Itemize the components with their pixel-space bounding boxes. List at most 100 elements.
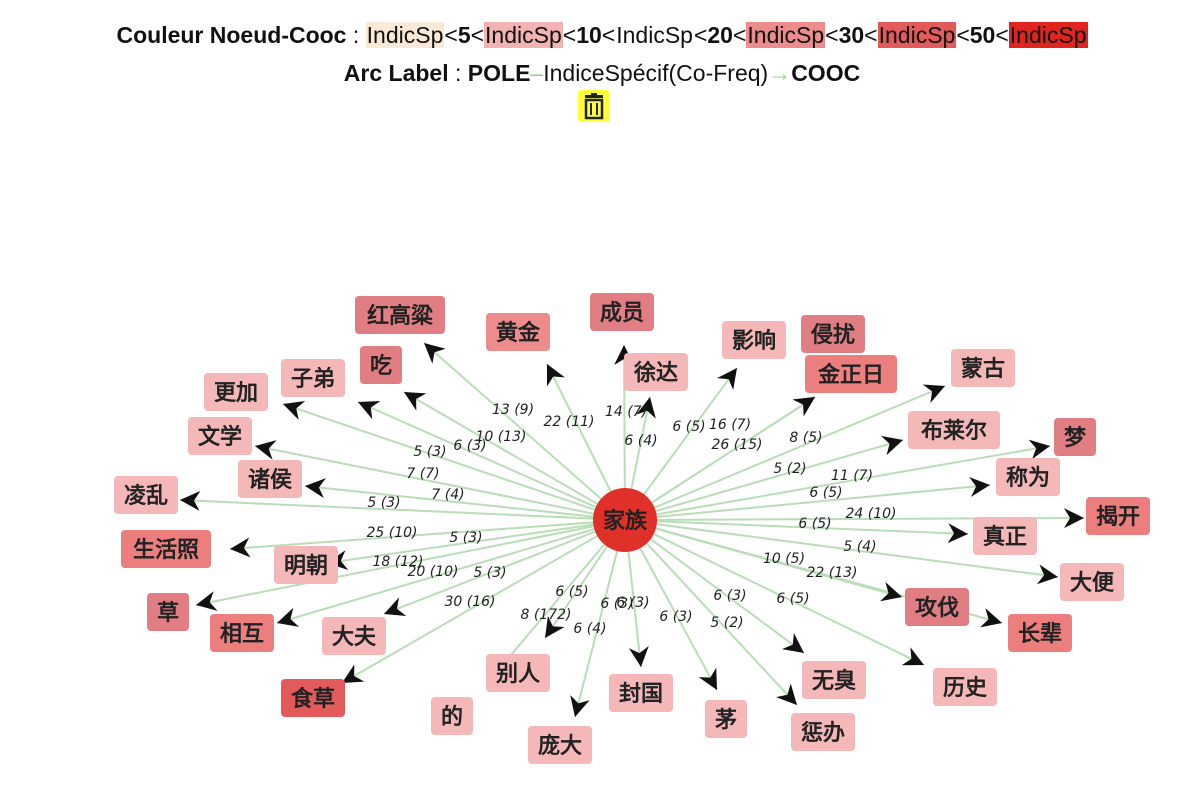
node-凌乱[interactable]: 凌乱 [114,476,178,514]
edge-line [357,401,626,521]
node-label: 真正 [983,524,1027,550]
node-黄金[interactable]: 黄金 [486,313,550,351]
node-诸侯[interactable]: 诸侯 [238,460,302,498]
node-成员[interactable]: 成员 [590,293,654,331]
node-label: 大夫 [332,625,377,650]
arrowhead [404,392,427,411]
node-label: 攻伐 [915,595,959,621]
legend-bin-1: IndicSp [484,22,563,48]
node-更加[interactable]: 更加 [204,373,268,411]
node-box [360,346,402,384]
node-大便[interactable]: 大便 [1060,563,1124,601]
legend-bin-2: IndicSp [615,22,694,48]
node-box [609,674,673,712]
node-box [147,593,189,631]
node-别人[interactable]: 别人 [486,654,550,692]
edge-line [624,484,991,521]
center-node-circle [593,488,657,552]
node-称为[interactable]: 称为 [996,458,1060,496]
node-子弟[interactable]: 子弟 [281,359,345,397]
node-文学[interactable]: 文学 [188,417,252,455]
legend-lt: < [956,22,970,48]
legend-title: Couleur Noeud-Cooc [116,22,347,48]
node-box [802,661,866,699]
node-box [1054,418,1096,456]
node-label: 更加 [214,381,258,406]
edge-label: 8 (172) [520,607,571,623]
edge-line [624,439,904,521]
node-茅[interactable]: 茅 [705,700,747,738]
edge-line [304,485,626,521]
edge-label: 6 (5) [672,419,705,435]
node-box [281,679,345,717]
node-揭开[interactable]: 揭开 [1086,497,1150,535]
edge-label: 7 (4) [431,487,464,503]
arc-legend-pole: POLE [467,60,531,86]
edge-label: 6 (5) [798,516,831,532]
node-box [281,359,345,397]
legend-threshold: 30 [838,22,865,48]
node-的[interactable]: 的 [431,697,473,735]
node-生活照[interactable]: 生活照 [121,530,211,568]
node-label: 子弟 [291,366,335,392]
node-box [188,417,252,455]
node-大夫[interactable]: 大夫 [322,617,386,655]
edge-label: 14 (7) [605,404,647,420]
node-label: 吃 [370,353,392,379]
edge-label: 6 (5) [776,591,809,607]
center-node[interactable]: 家族 [593,488,657,552]
edge-label: 6 (4) [573,621,606,637]
node-历史[interactable]: 历史 [933,668,997,706]
node-真正[interactable]: 真正 [973,517,1037,555]
node-徐达[interactable]: 徐达 [624,353,688,391]
node-封国[interactable]: 封国 [609,674,673,712]
edge-label: 6 (5) [809,485,842,501]
node-惩办[interactable]: 惩办 [791,713,855,751]
legend-sep: : [346,22,366,48]
arrowhead [1028,439,1050,460]
node-box [210,614,274,652]
node-金正日[interactable]: 金正日 [805,355,897,393]
edge-label: 26 (15) [711,437,762,453]
trash-icon[interactable] [578,90,610,122]
node-食草[interactable]: 食草 [281,679,345,717]
node-label: 历史 [943,676,988,701]
node-影响[interactable]: 影响 [722,321,786,359]
legend-bin-0: IndicSp [365,22,445,48]
node-label: 揭开 [1096,504,1140,530]
edge-line [624,385,946,521]
edge-label: 5 (4) [843,539,876,555]
node-布莱尔[interactable]: 布莱尔 [908,411,1000,449]
edge-label: 6 (4) [624,433,657,449]
arrowhead [1063,508,1084,529]
node-label: 无臭 [812,668,856,694]
arrowhead [792,397,815,417]
node-吃[interactable]: 吃 [360,346,402,384]
edge-label: 22 (11) [543,414,594,430]
node-长辈[interactable]: 长辈 [1008,614,1072,652]
node-红高粱[interactable]: 红高粱 [355,296,445,334]
node-box [905,588,969,626]
node-蒙古[interactable]: 蒙古 [951,349,1015,387]
legend-lt: < [601,22,616,48]
edge-label: 6 (3) [713,588,746,604]
node-无臭[interactable]: 无臭 [802,661,866,699]
node-梦[interactable]: 梦 [1054,418,1096,456]
node-box [801,315,865,353]
node-相互[interactable]: 相互 [210,614,274,652]
arrowhead [547,364,565,387]
node-庞大[interactable]: 庞大 [528,726,592,764]
arrowhead [781,633,804,653]
legend-threshold: 20 [707,22,733,48]
node-box [1086,497,1150,535]
edge-label: 30 (16) [444,594,495,610]
edge-line [229,519,626,550]
edge-line [624,519,798,706]
edge-line [624,519,1059,578]
node-侵扰[interactable]: 侵扰 [801,315,865,353]
edge-line [254,445,626,521]
node-label: 金正日 [817,362,884,388]
node-攻伐[interactable]: 攻伐 [905,588,969,626]
node-明朝[interactable]: 明朝 [274,546,338,584]
node-草[interactable]: 草 [147,593,189,631]
